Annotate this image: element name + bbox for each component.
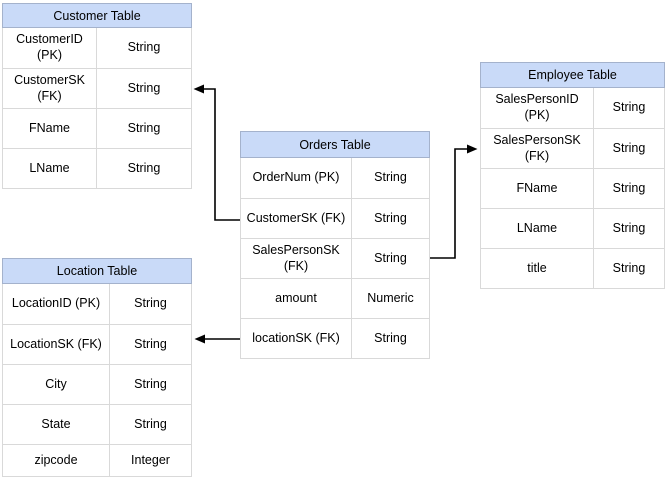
table-customer-header: Customer Table <box>2 3 192 28</box>
table-customer[interactable]: Customer Table CustomerID (PK) String Cu… <box>2 3 192 189</box>
type-cell: String <box>96 149 191 188</box>
table-row: LName String <box>3 148 191 188</box>
table-row: FName String <box>3 108 191 148</box>
table-row: SalesPersonSK (FK) String <box>241 238 429 278</box>
connector-orders-to-employee[interactable] <box>430 144 478 259</box>
table-row: CustomerID (PK) String <box>3 28 191 68</box>
table-location[interactable]: Location Table LocationID (PK) String Lo… <box>2 258 192 477</box>
type-cell: String <box>351 239 429 278</box>
field-cell: SalesPersonSK (FK) <box>252 242 340 273</box>
table-row: SalesPersonID (PK) String <box>481 88 664 128</box>
type-cell: String <box>351 319 429 358</box>
table-employee-header: Employee Table <box>480 62 665 88</box>
table-row: zipcode Integer <box>3 444 191 476</box>
table-employee[interactable]: Employee Table SalesPersonID (PK) String… <box>480 62 665 289</box>
type-cell: String <box>109 284 191 324</box>
table-orders[interactable]: Orders Table OrderNum (PK) String Custom… <box>240 131 430 359</box>
field-cell: SalesPersonSK (FK) <box>493 132 581 163</box>
connector-orders-to-customer[interactable] <box>193 84 241 221</box>
field-cell: FName <box>29 120 70 135</box>
field-cell: SalesPersonID (PK) <box>495 92 579 122</box>
field-cell: zipcode <box>34 452 78 467</box>
field-cell: amount <box>275 290 317 305</box>
table-customer-body: CustomerID (PK) String CustomerSK (FK) S… <box>2 28 192 189</box>
table-row: SalesPersonSK (FK) String <box>481 128 664 168</box>
table-row: OrderNum (PK) String <box>241 158 429 198</box>
table-row: locationSK (FK) String <box>241 318 429 358</box>
type-cell: String <box>96 69 191 108</box>
type-cell: String <box>109 405 191 444</box>
type-cell: String <box>593 129 664 168</box>
table-row: LocationID (PK) String <box>3 284 191 324</box>
field-cell: LocationID (PK) <box>11 296 101 311</box>
type-cell: String <box>351 199 429 238</box>
connector-orders-to-location[interactable] <box>194 334 241 344</box>
type-cell: String <box>109 365 191 404</box>
type-cell: String <box>109 325 191 364</box>
table-row: City String <box>3 364 191 404</box>
arrowhead-left-icon <box>193 84 204 94</box>
field-cell: CustomerID (PK) <box>16 32 83 62</box>
type-cell: String <box>593 209 664 248</box>
table-orders-header: Orders Table <box>240 131 430 158</box>
arrowhead-left-icon <box>194 334 205 344</box>
table-row: LName String <box>481 208 664 248</box>
table-row: amount Numeric <box>241 278 429 318</box>
field-cell: CustomerSK (FK) <box>14 72 85 103</box>
table-row: LocationSK (FK) String <box>3 324 191 364</box>
table-location-header: Location Table <box>2 258 192 284</box>
table-location-body: LocationID (PK) String LocationSK (FK) S… <box>2 284 192 477</box>
type-cell: String <box>96 28 191 68</box>
field-cell: locationSK (FK) <box>252 330 340 345</box>
type-cell: String <box>96 109 191 148</box>
type-cell: Integer <box>109 445 191 476</box>
table-row: title String <box>481 248 664 288</box>
table-orders-body: OrderNum (PK) String CustomerSK (FK) Str… <box>240 158 430 359</box>
field-cell: CustomerSK (FK) <box>246 210 346 225</box>
table-employee-body: SalesPersonID (PK) String SalesPersonSK … <box>480 88 665 289</box>
table-row: State String <box>3 404 191 444</box>
field-cell: City <box>45 376 67 391</box>
field-cell: LocationSK (FK) <box>10 336 102 351</box>
type-cell: String <box>593 88 664 128</box>
type-cell: Numeric <box>351 279 429 318</box>
type-cell: String <box>593 249 664 288</box>
field-cell: LName <box>29 160 70 175</box>
type-cell: String <box>593 169 664 208</box>
table-row: CustomerSK (FK) String <box>3 68 191 108</box>
arrowhead-right-icon <box>467 144 478 154</box>
field-cell: title <box>527 260 547 275</box>
field-cell: OrderNum (PK) <box>252 170 340 185</box>
table-row: CustomerSK (FK) String <box>241 198 429 238</box>
type-cell: String <box>351 158 429 198</box>
field-cell: State <box>41 416 71 431</box>
table-row: FName String <box>481 168 664 208</box>
field-cell: LName <box>516 220 558 235</box>
field-cell: FName <box>516 180 558 195</box>
